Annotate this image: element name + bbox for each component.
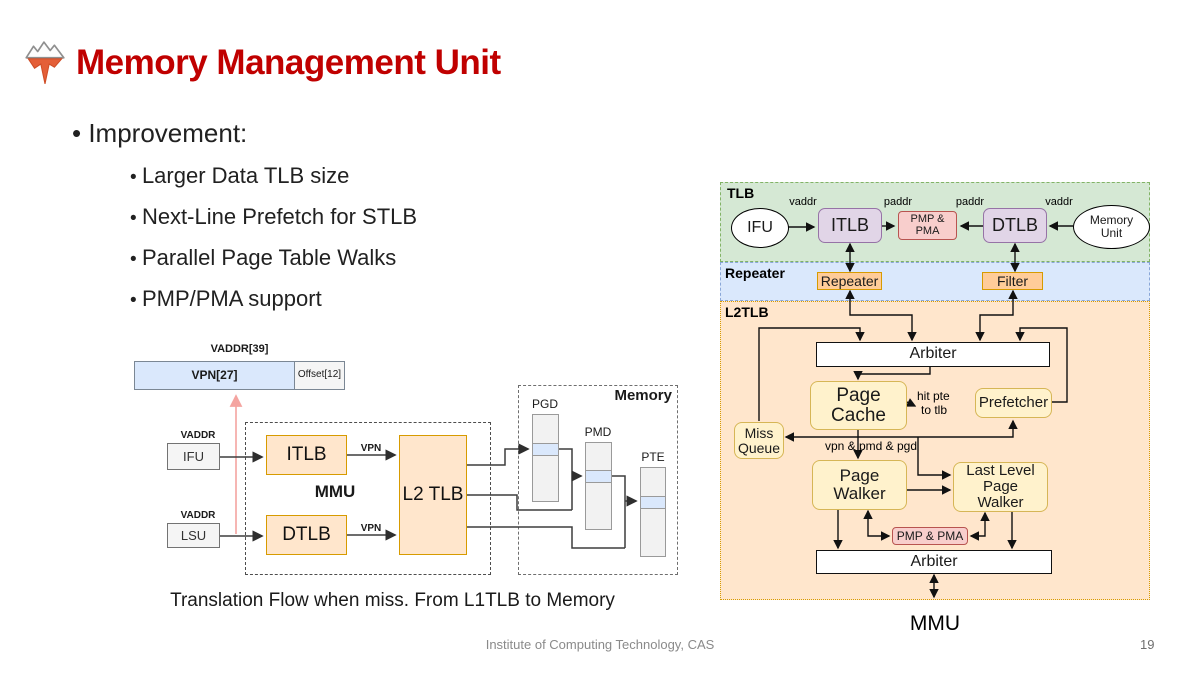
vaddr-label-right: vaddr <box>1045 196 1073 208</box>
translation-flow-diagram: Memory MMU <box>130 340 690 630</box>
pmd-label: PMD <box>584 425 612 439</box>
arbiter-top-node: Arbiter <box>816 342 1050 367</box>
dtlb-node: DTLB <box>266 515 347 555</box>
repeater-section-label: Repeater <box>725 265 785 281</box>
vaddr-label-lsu: VADDR <box>180 510 216 521</box>
l2tlb-section-label: L2TLB <box>725 304 769 320</box>
pte-label: PTE <box>641 450 665 464</box>
page-number: 19 <box>1140 637 1155 652</box>
slide-header: Memory Management Unit <box>24 40 501 86</box>
xiangshan-mountain-logo-icon <box>25 41 65 85</box>
repeater-section <box>720 262 1150 301</box>
pte-table <box>640 467 666 557</box>
page-cache-node: Page Cache <box>810 381 907 430</box>
prefetcher-node: Prefetcher <box>975 388 1052 418</box>
pgd-label: PGD <box>531 397 558 411</box>
mmu-label: MMU <box>314 482 356 501</box>
footer-text: Institute of Computing Technology, CAS <box>485 637 715 652</box>
miss-queue-node: Miss Queue <box>734 422 784 459</box>
ifu-node: IFU <box>167 443 220 470</box>
pmp-pma-top-node: PMP & PMA <box>898 211 957 240</box>
tlb-section-label: TLB <box>727 185 755 201</box>
vpn-pmd-pgd-label: vpn & pmd & pgd <box>824 439 918 453</box>
page-title: Memory Management Unit <box>76 43 501 82</box>
itlb-node: ITLB <box>818 208 882 243</box>
memory-label: Memory <box>614 387 672 404</box>
bullet-item: Parallel Page Table Walks <box>130 245 417 271</box>
mmu-architecture-diagram: TLB Repeater L2TLB <box>718 180 1154 646</box>
ifu-node: IFU <box>731 208 789 248</box>
itlb-node: ITLB <box>266 435 347 475</box>
diagram-caption: Translation Flow when miss. From L1TLB t… <box>170 590 615 611</box>
memory-unit-node: Memory Unit <box>1073 205 1150 249</box>
vaddr-label-left: vaddr <box>789 196 817 208</box>
pmd-entry-highlight <box>586 470 611 483</box>
bullet-item: Larger Data TLB size <box>130 163 417 189</box>
filter-node: Filter <box>982 272 1043 290</box>
page-walker-node: Page Walker <box>812 460 907 510</box>
pmp-pma-bottom-node: PMP & PMA <box>892 527 968 545</box>
l2tlb-node: L2 TLB <box>399 435 467 555</box>
pgd-entry-highlight <box>533 443 558 456</box>
to-tlb-label: to tlb <box>921 403 948 417</box>
bullet-list: Improvement: Larger Data TLB size Next-L… <box>72 118 417 327</box>
bullet-item: Next-Line Prefetch for STLB <box>130 204 417 230</box>
vpn-label-dtlb: VPN <box>360 523 382 534</box>
bullet-item: PMP/PMA support <box>130 286 417 312</box>
vpn-label-itlb: VPN <box>360 443 382 454</box>
offset-field: Offset[12] <box>294 361 345 390</box>
pmd-table <box>585 442 612 530</box>
paddr-label-right: paddr <box>955 196 985 208</box>
paddr-label-left: paddr <box>883 196 913 208</box>
repeater-node: Repeater <box>817 272 882 290</box>
mmu-caption: MMU <box>909 612 961 635</box>
vaddr39-label: VADDR[39] <box>210 343 269 355</box>
bullet-heading: Improvement: <box>72 118 417 149</box>
dtlb-node: DTLB <box>983 208 1047 243</box>
arbiter-bottom-node: Arbiter <box>816 550 1052 574</box>
hit-pte-label: hit pte <box>917 389 950 403</box>
last-level-page-walker-node: Last Level Page Walker <box>953 462 1048 512</box>
vaddr-label-ifu: VADDR <box>180 430 216 441</box>
pte-entry-highlight <box>641 496 665 509</box>
vpn-field: VPN[27] <box>134 361 295 390</box>
lsu-node: LSU <box>167 523 220 548</box>
pgd-table <box>532 414 559 502</box>
